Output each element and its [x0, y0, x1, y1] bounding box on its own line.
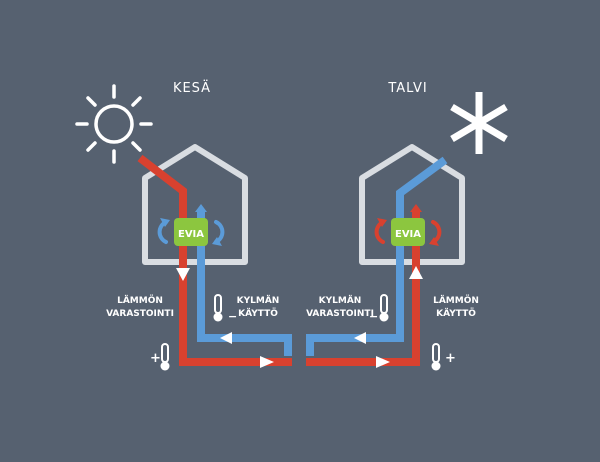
summer-circ-left-head-icon [160, 218, 170, 227]
summer-minus-sign: − [228, 310, 237, 323]
sun-icon [75, 84, 153, 164]
summer-house [142, 144, 248, 265]
winter-up-arrow-icon [410, 204, 422, 212]
winter-warm-pipe [306, 212, 420, 366]
winter-cold-thermometer-icon [379, 294, 389, 322]
winter-circ-left-head-icon [377, 218, 387, 227]
winter-unit-label: EVIA [395, 229, 421, 240]
summer-left-arrow-icon [220, 332, 232, 344]
summer-heat-storage-line1: LÄMMÖN [117, 295, 163, 306]
winter-title: TALVI [387, 81, 427, 96]
summer-down-arrow-icon [176, 268, 190, 281]
winter-minus-sign: − [369, 310, 378, 323]
snowflake-icon [450, 92, 508, 154]
winter-heat-use-line2: KÄYTTÖ [436, 308, 476, 319]
summer-circ-right-head-icon [212, 237, 222, 246]
summer-cool-use-line1: KYLMÄN [237, 295, 280, 306]
winter-cool-pipe [306, 156, 448, 356]
summer-cool-use-line2: KÄYTTÖ [238, 308, 278, 319]
winter-up-flow-arrow-icon [409, 266, 423, 279]
winter-heat-use-line1: LÄMMÖN [433, 295, 479, 306]
summer-plus-sign: + [150, 351, 161, 366]
winter-evia-unit [391, 218, 425, 246]
summer-warm-thermometer-icon [160, 343, 170, 371]
summer-cool-pipe [197, 212, 292, 356]
winter-cool-storage-line1: KYLMÄN [319, 295, 362, 306]
summer-right-arrow-icon [260, 356, 274, 368]
winter-left-arrow-icon [354, 332, 366, 344]
summer-up-arrow-icon [195, 204, 207, 212]
summer-title: KESÄ [173, 80, 211, 96]
summer-unit-label: EVIA [178, 229, 204, 240]
winter-plus-sign: + [445, 351, 456, 366]
summer-cold-thermometer-icon [213, 294, 223, 322]
summer-evia-unit [174, 218, 208, 246]
winter-circ-right-head-icon [429, 237, 439, 246]
winter-cool-storage-line2: VARASTOINTI [306, 309, 374, 319]
winter-right-arrow-icon [376, 356, 390, 368]
winter-warm-thermometer-icon [431, 343, 441, 371]
summer-heat-storage-line2: VARASTOINTI [106, 309, 174, 319]
